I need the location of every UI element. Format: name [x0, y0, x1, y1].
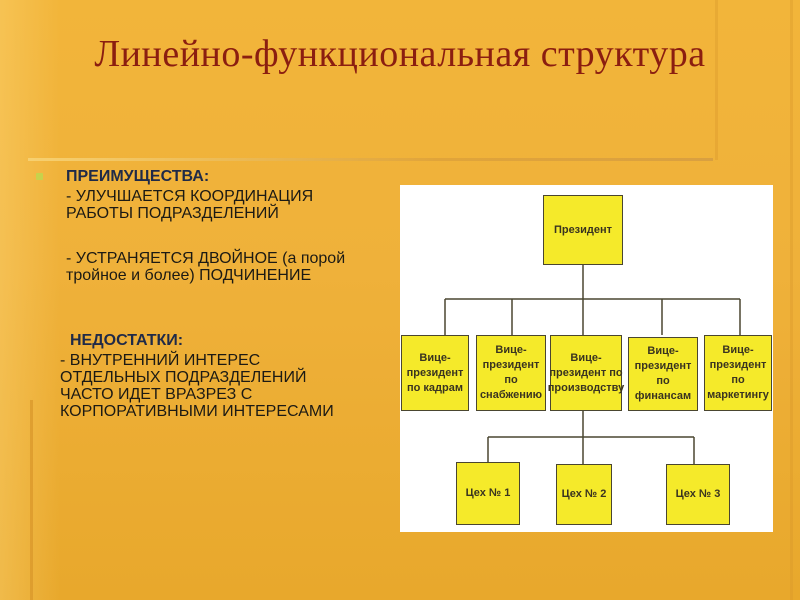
shop-label-2: Цех № 2: [561, 488, 607, 500]
shop-box-2: Цех № 2: [556, 464, 612, 525]
org-chart: Президент Вице-президент по кадрам Вице-…: [400, 185, 773, 532]
title-underline: [28, 158, 713, 161]
bullet-icon: [36, 173, 43, 180]
vp-label-hr: Вице-президент по кадрам: [406, 351, 464, 394]
vp-box-finance: Вице-президент по финансам: [628, 337, 698, 411]
president-label: Президент: [553, 223, 613, 236]
vp-label-supply: Вице-президент по снабжению: [479, 344, 543, 401]
disadvantage-item-1: - ВНУТРЕННИЙ ИНТЕРЕС ОТДЕЛЬНЫХ ПОДРАЗДЕЛ…: [60, 352, 334, 420]
decor-vertical-line-3: [790, 0, 793, 600]
vp-box-hr: Вице-президент по кадрам: [401, 335, 469, 411]
advantage-item-2: - УСТРАНЯЕТСЯ ДВОЙНОЕ (а порой тройное и…: [66, 250, 346, 284]
decor-vertical-line-2: [715, 0, 718, 160]
advantage-item-1: - УЛУЧШАЕТСЯ КООРДИНАЦИЯ РАБОТЫ ПОДРАЗДЕ…: [66, 188, 314, 222]
org-chart-connectors: [444, 265, 741, 464]
president-box: Президент: [543, 195, 623, 265]
disadvantages-heading: НЕДОСТАТКИ:: [70, 332, 184, 349]
advantages-heading: ПРЕИМУЩЕСТВА:: [66, 168, 210, 185]
vp-label-marketing: Вице-президент по маркетингу: [707, 344, 769, 401]
shop-box-1: Цех № 1: [456, 462, 520, 525]
vp-box-marketing: Вице-президент по маркетингу: [704, 335, 772, 411]
slide-title: Линейно-функциональная структура: [94, 33, 706, 75]
vp-label-finance: Вице-президент по финансам: [634, 345, 692, 402]
decor-vertical-line: [30, 400, 33, 600]
shop-label-3: Цех № 3: [675, 488, 721, 500]
shop-label-1: Цех № 1: [465, 487, 511, 499]
shop-box-3: Цех № 3: [666, 464, 730, 525]
vp-label-production: Вице-президент по производству: [547, 351, 625, 394]
vp-box-production: Вице-президент по производству: [547, 335, 625, 411]
vp-box-supply: Вице-президент по снабжению: [476, 335, 546, 411]
